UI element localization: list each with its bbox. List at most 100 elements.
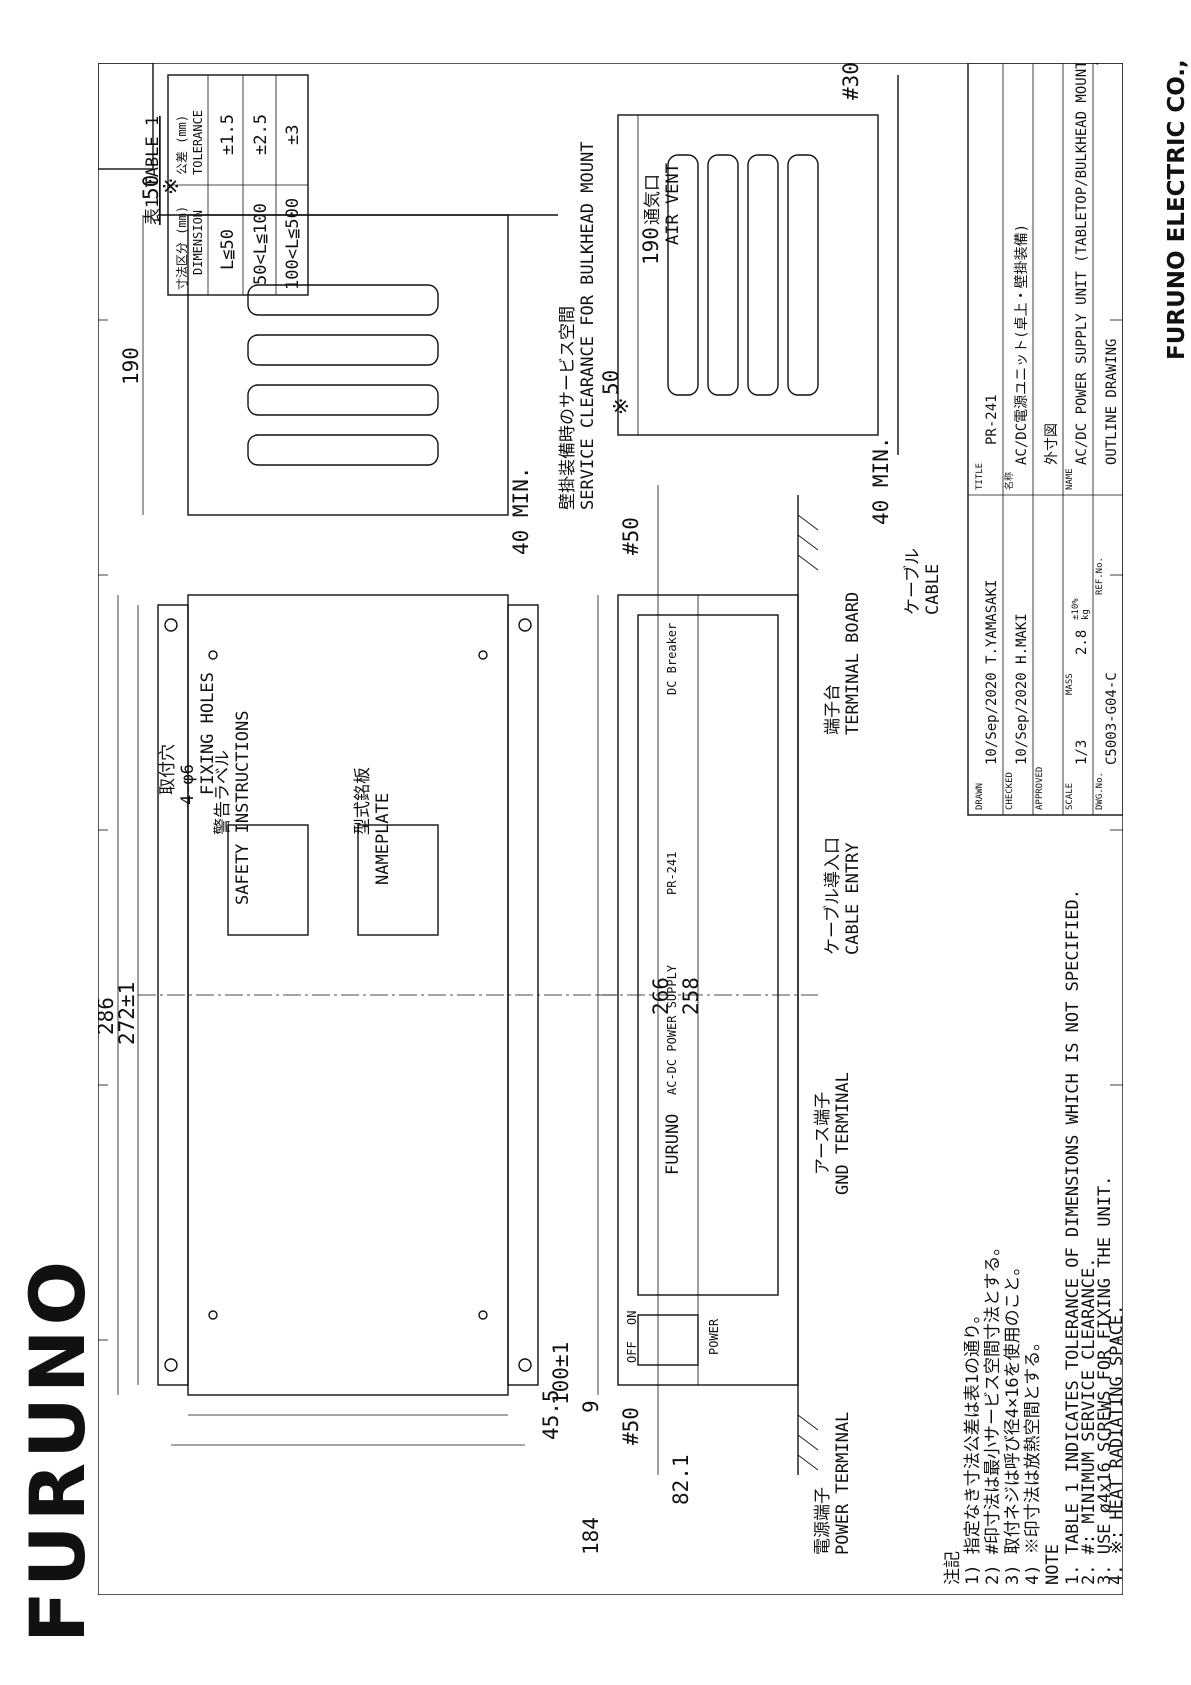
note-jp: 3) 取付ネジは呼び径4×16を使用のこと。 xyxy=(1002,1258,1023,1585)
panel-desc: AC-DC POWER SUPPLY xyxy=(665,964,679,1095)
table1-row-dim: 100<L≦500 xyxy=(283,198,303,290)
tb-outline-en: OUTLINE DRAWING xyxy=(1104,339,1120,465)
air-vent-slot xyxy=(707,154,739,396)
tb-ref-label: REF.No. xyxy=(1095,557,1105,595)
top-view: 286 272±1 184 100±1 45.5 9 取付穴 4-φ6 FIXI… xyxy=(98,594,618,1555)
tb-mass-label: MASS xyxy=(1065,673,1075,695)
zone-col-4: 4 xyxy=(98,693,99,703)
tb-drawn-label: DRAWN xyxy=(975,783,985,810)
zone-col-1: 1 xyxy=(98,1458,99,1468)
terminal-board-en: TERMINAL BOARD xyxy=(843,592,863,735)
front-view-body xyxy=(617,594,799,1386)
table1-h-tol-en: TOLERANCE xyxy=(191,110,205,175)
nameplate-jp: 型式銘板 xyxy=(353,767,373,835)
terminal-cover xyxy=(637,614,779,1296)
safety-label-box xyxy=(227,824,309,936)
note-en: 3. USE ø4x16 SCREWS FOR FIXING THE UNIT. xyxy=(1095,1176,1115,1585)
fixing-hole xyxy=(518,618,532,632)
tb-mass: 2.8 xyxy=(1074,630,1090,655)
furuno-logo: FURUNO xyxy=(22,1257,92,1643)
panel-model: PR-241 xyxy=(665,852,679,895)
note-en: 4. ※: HEAT RADIATING SPACE. xyxy=(1107,1305,1123,1585)
tb-name-en: AC/DC POWER SUPPLY UNIT (TABLETOP/BULKHE… xyxy=(1074,63,1090,465)
dim-82-1: 82.1 xyxy=(669,1454,693,1505)
table1-row-tol: ±1.5 xyxy=(218,114,238,155)
terminal-board-jp: 端子台 xyxy=(823,684,843,735)
panel-off: OFF xyxy=(625,1341,639,1363)
title-block: DRAWN 10/Sep/2020 T.YAMASAKI CHECKED 10/… xyxy=(967,63,1123,816)
tb-mass-tol: ±10% xyxy=(1071,598,1081,620)
air-vent-slot xyxy=(667,154,699,396)
fixing-hole xyxy=(164,618,178,632)
table1-h-dim-en: DIMENSION xyxy=(191,210,205,275)
cable-en: CABLE xyxy=(923,564,943,615)
tolerance-table: 表1 TABLE 1 寸法区分 (mm) DIMENSION 公差 (mm) T… xyxy=(143,74,309,296)
bulkhead-title-jp: 壁掛装備時のサービス空間 xyxy=(558,306,578,510)
zone-col-3: 3 xyxy=(98,948,99,958)
corner-box xyxy=(98,63,154,170)
side-view: 190 50 ※ 40 MIN. xyxy=(119,175,558,555)
dim-side-star: ※ xyxy=(159,177,183,195)
tb-scale-label: SCALE xyxy=(1065,783,1075,810)
zone-col-2: 2 xyxy=(98,1203,99,1213)
cable-entry-en: CABLE ENTRY xyxy=(843,842,863,955)
front-view: 258 266 82.1 #50 #50 FURUNO AC-DC POWER … xyxy=(598,485,863,1555)
bulkhead-title-en: SERVICE CLEARANCE FOR BULKHEAD MOUNT xyxy=(578,142,598,510)
dim-bulk-50: 50 xyxy=(599,370,623,395)
note-en: 1. TABLE 1 INDICATES TOLERANCE OF DIMENS… xyxy=(1063,889,1083,1585)
notes-title-jp: 注記 xyxy=(943,1551,963,1585)
panel-brand: FURUNO xyxy=(663,1114,683,1175)
vent-slot xyxy=(247,434,439,466)
note-jp: 4) ※印寸法は放熱空間とする。 xyxy=(1023,1334,1043,1585)
floor-hatch xyxy=(797,514,819,1471)
tb-dwg-no: C5003-G04-C xyxy=(1104,672,1120,765)
fixing-holes-spec: 4-φ6 xyxy=(178,764,198,805)
dim-bulk-star: ※ xyxy=(609,397,633,415)
zone-col-5: 5 xyxy=(98,438,99,448)
vent-slot xyxy=(247,384,439,416)
table1-h-dim-jp: 寸法区分 (mm) xyxy=(175,206,189,290)
dim-clr-left: #50 xyxy=(619,1407,643,1445)
dim-258: 258 xyxy=(679,977,703,1015)
dim-272: 272±1 xyxy=(115,982,139,1045)
panel-power: POWER xyxy=(707,1318,721,1355)
dim-bulk-190: 190 xyxy=(639,227,663,265)
safety-en: SAFETY INSTRUCTIONS xyxy=(233,711,253,905)
table1-row-dim: 50<L≦100 xyxy=(251,203,271,285)
dim-266: 266 xyxy=(649,977,673,1015)
tb-mass-unit: kg xyxy=(1081,609,1091,620)
tb-outline-jp: 外寸図 xyxy=(1044,423,1060,465)
gnd-terminal-jp: アース端子 xyxy=(813,1092,833,1175)
fixing-holes-en: FIXING HOLES xyxy=(198,672,218,795)
notes-title-en: NOTE xyxy=(1043,1544,1063,1585)
note-en: 2. #: MINIMUM SERVICE CLEARANCE. xyxy=(1079,1257,1099,1585)
air-vent-slot xyxy=(787,154,819,396)
note-jp: 2) #印寸法は最小サービス空間寸法とする。 xyxy=(983,1239,1003,1585)
outline-drawing: 1 2 3 4 5 1 2 A B xyxy=(98,63,1123,1595)
dim-286: 286 xyxy=(98,997,118,1035)
tb-drawn: 10/Sep/2020 T.YAMASAKI xyxy=(984,580,1000,765)
cable-entry-jp: ケーブル導入口 xyxy=(822,837,843,955)
gnd-terminal-en: GND TERMINAL xyxy=(833,1072,853,1195)
power-terminal-jp: 電源端子 xyxy=(813,1487,833,1555)
bulkhead-body xyxy=(617,114,879,436)
dim-side-190: 190 xyxy=(119,347,143,385)
tb-name-label: NAME xyxy=(1065,468,1075,490)
notes: 注記 1) 指定なき寸法公差は表1の通り。 2) #印寸法は最小サービス空間寸法… xyxy=(943,889,1123,1585)
table1-title: 表1 TABLE 1 xyxy=(143,116,163,225)
tb-title-label: TITLE xyxy=(975,463,985,490)
air-vent-jp: 通気口 xyxy=(643,174,663,225)
dim-184: 184 xyxy=(579,1517,603,1555)
nameplate-box xyxy=(357,824,439,936)
table1-row-dim: L≦50 xyxy=(218,229,238,270)
note-jp: 1) 指定なき寸法公差は表1の通り。 xyxy=(963,1306,983,1585)
panel-dc-breaker: DC Breaker xyxy=(665,623,679,695)
dim-clr-right: #50 xyxy=(619,517,643,555)
tb-name-jp: AC/DC電源ユニット(卓上・壁掛装備) xyxy=(1014,224,1030,465)
cable-jp: ケーブル xyxy=(902,548,923,615)
tb-checked: 10/Sep/2020 H.MAKI xyxy=(1014,613,1030,765)
power-switch xyxy=(637,1314,699,1366)
tb-title: PR-241 xyxy=(984,394,1000,445)
tb-scale: 1/3 xyxy=(1074,740,1090,765)
